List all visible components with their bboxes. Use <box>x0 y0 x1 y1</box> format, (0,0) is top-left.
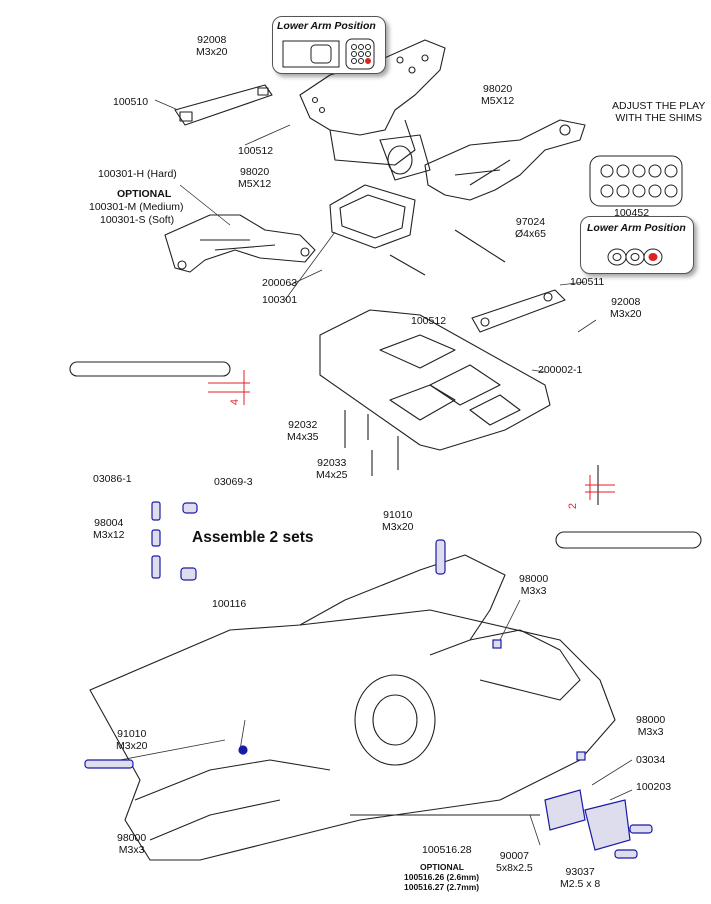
highlighted-parts <box>84 501 653 859</box>
label-03086: 03086-1 <box>93 473 132 485</box>
lower-arm-left <box>164 214 316 273</box>
label-100512-top: 100512 <box>238 145 274 157</box>
panel-title: Lower Arm Position <box>587 222 686 234</box>
label-100452: 100452 <box>614 207 650 219</box>
label-optional-2: OPTIONAL <box>420 862 464 872</box>
assemble-note: Assemble 2 sets <box>192 529 314 546</box>
label-100516-26: 100516.26 (2.6mm) <box>404 872 480 882</box>
turnbuckle-gauge-right <box>555 531 702 549</box>
lower-arm-position-panel-top: Lower Arm Position <box>272 16 386 74</box>
leader-lines <box>119 99 633 846</box>
suspension-holder-100511 <box>471 289 566 333</box>
label-03069: 03069-3 <box>214 476 253 488</box>
label-100512-mid: 100512 <box>411 315 447 327</box>
upper-arm-right <box>424 119 586 201</box>
label-100116: 100116 <box>212 598 247 610</box>
label-100203: 100203 <box>636 781 672 793</box>
label-100301m: 100301-M (Medium) <box>89 201 184 213</box>
label-200063: 200063 <box>262 277 298 289</box>
label-optional: OPTIONAL <box>117 188 172 200</box>
label-200002: 200002-1 <box>538 364 583 376</box>
panel-title: Lower Arm Position <box>277 20 376 32</box>
rear-assembly-bottom <box>89 554 616 861</box>
dimension-marks <box>208 370 615 500</box>
dimension-4: 4 <box>229 398 242 406</box>
label-100516: 100516.28 <box>422 844 472 856</box>
label-100301: 100301 <box>262 294 298 306</box>
label-100301s: 100301-S (Soft) <box>100 214 175 226</box>
label-03034: 03034 <box>636 754 666 766</box>
position-insert-graphic <box>282 38 375 70</box>
label-100511: 100511 <box>570 276 605 288</box>
chassis-plate <box>319 309 551 451</box>
dimension-2: 2 <box>567 502 580 510</box>
pivot-block <box>329 184 416 249</box>
lower-arm-position-panel-right: Lower Arm Position <box>580 216 694 274</box>
suspension-holder-100510 <box>174 84 273 126</box>
turnbuckle-gauge-left <box>69 361 231 377</box>
label-100301h: 100301-H (Hard) <box>98 168 177 180</box>
shims-100452-graphic <box>589 155 683 207</box>
position-insert-graphic <box>607 248 663 266</box>
label-100516-27: 100516.27 (2.7mm) <box>404 882 480 892</box>
label-100510: 100510 <box>113 96 149 108</box>
